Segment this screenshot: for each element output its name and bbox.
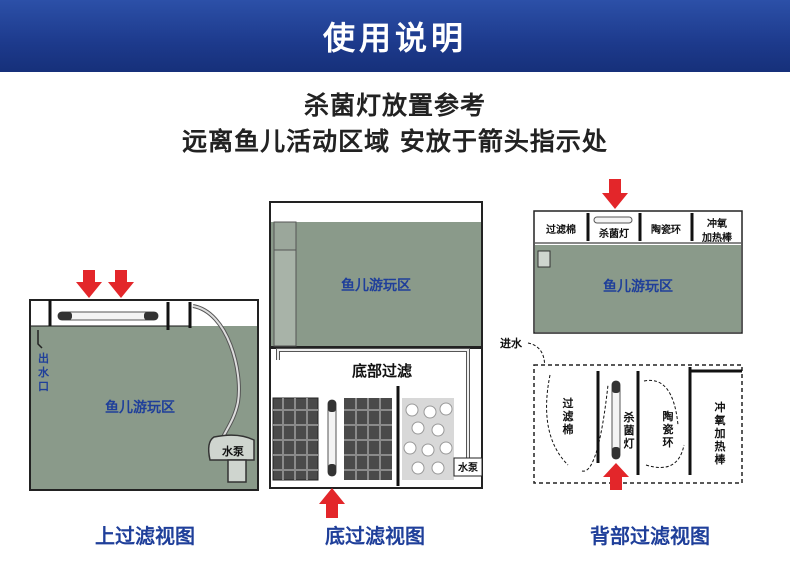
side-label-4a: 冲 — [715, 400, 726, 414]
uv-lamp-arrow-bottom — [603, 463, 629, 490]
back-filter-diagram: 过滤棉 杀菌灯 陶瓷环 冲氧 加热棒 鱼儿游玩区 进水 过 滤 棉 杀 菌 灯 … — [500, 179, 743, 490]
side-label-4e: 棒 — [715, 452, 727, 466]
cell-label-4b: 加热棒 — [701, 231, 733, 244]
uv-lamp-arrows — [76, 270, 134, 298]
uv-lamp-arrow-top — [602, 179, 628, 209]
bottom-filter-label: 底部过滤 — [352, 362, 412, 380]
uv-lamp — [327, 399, 337, 477]
side-label-1a: 过 — [563, 396, 574, 410]
filter-sponge-1 — [272, 397, 319, 481]
side-label-3c: 环 — [663, 436, 674, 449]
pump-label: 水泵 — [457, 461, 479, 474]
side-label-3b: 瓷 — [663, 422, 674, 436]
side-label-1c: 棉 — [563, 422, 574, 436]
pump-label: 水泵 — [222, 444, 244, 458]
fish-area-label: 鱼儿游玩区 — [341, 277, 411, 294]
pump-icon — [537, 250, 551, 268]
water-pump: 水泵 — [453, 457, 483, 477]
ceramic-rings — [402, 398, 454, 480]
water-pump: 水泵 — [207, 434, 255, 483]
fish-area-label: 鱼儿游玩区 — [603, 278, 673, 295]
cell-label-3: 陶瓷环 — [651, 223, 681, 236]
water-outlet: 出 水 口 — [37, 330, 50, 393]
intro-line-2: 远离鱼儿活动区域 安放于箭头指示处 — [182, 127, 608, 156]
top-filter-caption: 上过滤视图 — [95, 524, 195, 548]
side-label-4b: 氧 — [714, 413, 726, 427]
page-title: 使用说明 — [322, 19, 467, 57]
fish-area-label: 鱼儿游玩区 — [105, 399, 175, 416]
side-label-2c: 灯 — [624, 436, 635, 450]
inlet-label: 进水 — [500, 336, 523, 350]
side-label-2b: 菌 — [624, 423, 635, 437]
cell-label-1: 过滤棉 — [546, 223, 576, 236]
outlet-label-2: 水 — [38, 365, 50, 379]
uv-lamp-arrow — [319, 488, 345, 518]
bottom-filter-caption: 底过滤视图 — [325, 524, 425, 548]
side-label-3a: 陶 — [663, 409, 674, 423]
back-filter-caption: 背部过滤视图 — [590, 524, 710, 548]
side-label-2a: 杀 — [624, 410, 635, 424]
uv-lamp — [57, 311, 159, 321]
intro-line-1: 杀菌灯放置参考 — [303, 91, 486, 120]
outlet-label-1: 出 — [38, 351, 49, 365]
outlet-label-3: 口 — [38, 380, 49, 393]
top-filter-diagram: 水泵 出 水 口 鱼儿游玩区 — [29, 270, 259, 491]
side-label-4d: 热 — [715, 439, 726, 453]
cell-label-2: 杀菌灯 — [599, 227, 629, 240]
uv-lamp — [593, 216, 633, 224]
bottom-filter-diagram: 鱼儿游玩区 底部过滤 水泵 — [269, 201, 483, 518]
side-label-4c: 加 — [714, 426, 726, 440]
header-banner: 使用说明 — [0, 0, 790, 72]
filter-sponge-2 — [344, 398, 392, 480]
cell-label-4a: 冲氧 — [707, 217, 727, 230]
side-label-1b: 滤 — [563, 409, 574, 423]
